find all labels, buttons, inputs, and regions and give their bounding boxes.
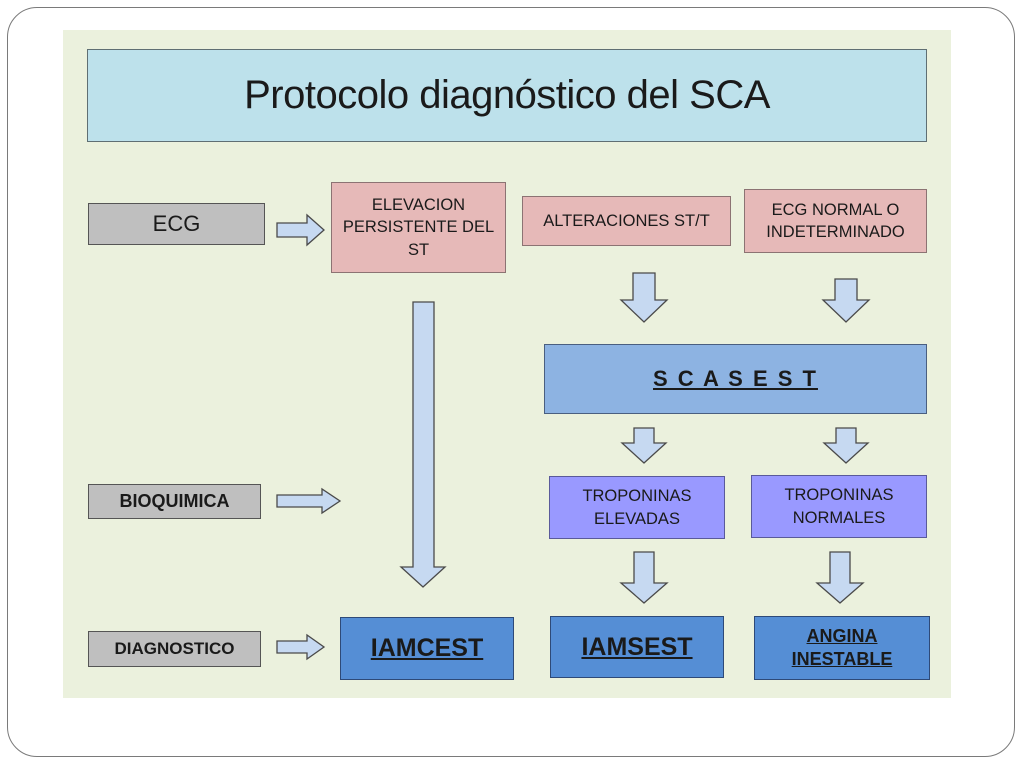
- troponinas-normales-line-2: NORMALES: [792, 508, 886, 527]
- diagnosis-angina-box: ANGINA INESTABLE: [754, 616, 930, 680]
- ecg-elevacion-line-2: PERSISTENTE DEL: [342, 218, 495, 237]
- arrow-normal-down: [821, 278, 871, 323]
- ecg-elevacion-st-box: ELEVACION PERSISTENTE DEL ST: [331, 182, 506, 273]
- diagnosis-iamcest-label: IAMCEST: [370, 634, 484, 662]
- arrow-normales-down: [815, 551, 865, 604]
- diagnosis-angina-line-2: INESTABLE: [791, 649, 893, 669]
- arrow-diagnostico-right: [276, 633, 326, 661]
- ecg-normal-line-1: ECG NORMAL O: [771, 200, 900, 219]
- arrow-scasest-left-down: [620, 427, 668, 464]
- arrow-scasest-right-down: [822, 427, 870, 464]
- troponinas-elevadas-line-2: ELEVADAS: [594, 509, 680, 528]
- ecg-alteraciones-box: ALTERACIONES ST/T: [522, 196, 731, 246]
- ecg-elevacion-line-1: ELEVACION: [371, 196, 466, 215]
- scasest-label: S C A S E S T: [653, 366, 818, 391]
- troponinas-elevadas-box: TROPONINAS ELEVADAS: [549, 476, 725, 539]
- diagnosis-iamcest-box: IAMCEST: [340, 617, 514, 680]
- diagram-title: Protocolo diagnóstico del SCA: [87, 49, 927, 142]
- row-label-bioquimica: BIOQUIMICA: [88, 484, 261, 519]
- scasest-box: S C A S E S T: [544, 344, 927, 414]
- ecg-normal-box: ECG NORMAL O INDETERMINADO: [744, 189, 927, 253]
- ecg-normal-line-2: INDETERMINADO: [766, 223, 905, 241]
- arrow-ecg-right: [276, 213, 325, 247]
- arrow-elevadas-down: [619, 551, 669, 604]
- troponinas-normales-line-1: TROPONINAS: [784, 486, 894, 505]
- arrow-elevacion-to-iamcest: [399, 301, 447, 588]
- diagnosis-angina-line-1: ANGINA: [806, 625, 878, 646]
- arrow-bioquimica-right: [276, 487, 342, 515]
- diagnosis-iamsest-label: IAMSEST: [581, 632, 693, 661]
- troponinas-normales-box: TROPONINAS NORMALES: [751, 475, 927, 538]
- ecg-elevacion-line-3: ST: [407, 240, 430, 259]
- diagnosis-iamsest-box: IAMSEST: [550, 616, 724, 678]
- troponinas-elevadas-line-1: TROPONINAS: [582, 487, 692, 506]
- arrow-alteraciones-down: [619, 272, 669, 323]
- row-label-ecg: ECG: [88, 203, 265, 245]
- row-label-diagnostico: DIAGNOSTICO: [88, 631, 261, 667]
